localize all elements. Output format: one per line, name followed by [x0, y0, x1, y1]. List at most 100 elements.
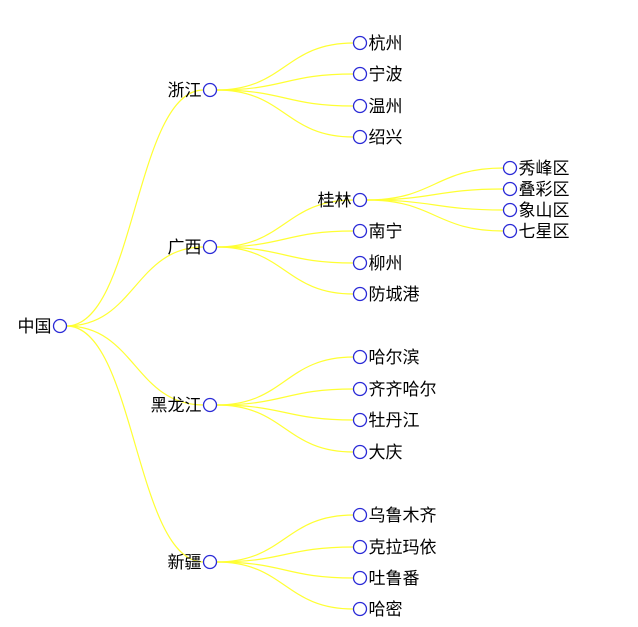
tree-node-1-0-2[interactable]: 象山区 — [502, 201, 570, 221]
node-label-3-3: 哈密 — [369, 600, 403, 620]
node-circle-0-0[interactable] — [352, 35, 368, 51]
tree-node-0-1[interactable]: 宁波 — [352, 65, 403, 85]
node-label-1-2: 柳州 — [369, 254, 403, 274]
tree-link-1-3 — [216, 246, 354, 295]
tree-node-1-0[interactable]: 桂林 — [318, 191, 368, 211]
node-label-root: 中国 — [18, 317, 52, 337]
node-circle-1-0-2[interactable] — [502, 202, 518, 218]
tree-node-2-1[interactable]: 齐齐哈尔 — [352, 380, 437, 400]
tree-node-2-0[interactable]: 哈尔滨 — [352, 348, 420, 368]
node-label-0-2: 温州 — [369, 97, 403, 117]
node-circle-3-2[interactable] — [352, 570, 368, 586]
tree-node-3[interactable]: 新疆 — [168, 553, 218, 573]
node-circle-0[interactable] — [202, 82, 218, 98]
node-circle-root[interactable] — [52, 318, 68, 334]
node-label-2-2: 牡丹江 — [369, 411, 420, 431]
tree-node-1-1[interactable]: 南宁 — [352, 222, 403, 242]
node-circle-3-1[interactable] — [352, 539, 368, 555]
node-circle-3-3[interactable] — [352, 601, 368, 617]
tree-link-1-0-2 — [366, 199, 504, 211]
node-circle-1[interactable] — [202, 239, 218, 255]
tree-links — [66, 42, 504, 610]
tree-node-3-0[interactable]: 乌鲁木齐 — [352, 506, 437, 526]
node-label-0-1: 宁波 — [369, 65, 403, 85]
tree-node-1-2[interactable]: 柳州 — [352, 254, 403, 274]
tree-node-2[interactable]: 黑龙江 — [151, 396, 218, 416]
tree-node-root[interactable]: 中国 — [18, 317, 68, 337]
tree-link-0 — [66, 89, 204, 327]
tree-node-0[interactable]: 浙江 — [168, 81, 218, 101]
tree-node-3-3[interactable]: 哈密 — [352, 600, 403, 620]
tree-link-1-0-0 — [366, 167, 504, 201]
node-circle-0-3[interactable] — [352, 129, 368, 145]
tree-link-0-0 — [216, 42, 354, 91]
tree-link-2 — [66, 325, 204, 406]
tree-link-1-0-3 — [366, 199, 504, 232]
tree-node-2-3[interactable]: 大庆 — [352, 443, 403, 463]
tree-node-0-2[interactable]: 温州 — [352, 97, 403, 117]
tree-node-3-1[interactable]: 克拉玛依 — [352, 538, 437, 558]
tree-link-1-0 — [216, 199, 354, 248]
node-circle-3[interactable] — [202, 554, 218, 570]
node-circle-2-0[interactable] — [352, 349, 368, 365]
node-circle-2-2[interactable] — [352, 412, 368, 428]
node-label-3-0: 乌鲁木齐 — [369, 506, 437, 526]
node-label-0-3: 绍兴 — [369, 128, 403, 148]
tree-node-1-0-1[interactable]: 叠彩区 — [502, 180, 570, 200]
tree-node-1-0-0[interactable]: 秀峰区 — [502, 159, 570, 179]
node-label-1-0-1: 叠彩区 — [519, 180, 570, 200]
tree-link-3-0 — [216, 514, 354, 563]
node-label-3-1: 克拉玛依 — [369, 538, 437, 558]
tree-link-2-1 — [216, 388, 354, 406]
tree-link-2-3 — [216, 404, 354, 453]
tree-node-0-0[interactable]: 杭州 — [352, 34, 403, 54]
node-circle-2[interactable] — [202, 397, 218, 413]
tree-node-1[interactable]: 广西 — [168, 238, 218, 258]
tree-node-1-3[interactable]: 防城港 — [352, 285, 420, 305]
tree-link-1-1 — [216, 230, 354, 248]
tree-link-1-2 — [216, 246, 354, 264]
node-label-2-1: 齐齐哈尔 — [369, 380, 437, 400]
node-label-1-0-0: 秀峰区 — [519, 159, 570, 179]
tree-link-0-3 — [216, 89, 354, 138]
node-circle-0-1[interactable] — [352, 66, 368, 82]
tree-link-1-0-1 — [366, 188, 504, 201]
node-circle-1-0-3[interactable] — [502, 223, 518, 239]
tree-link-3-3 — [216, 561, 354, 610]
tree-link-3-1 — [216, 546, 354, 563]
node-label-0: 浙江 — [168, 81, 202, 101]
tree-link-3-2 — [216, 561, 354, 579]
node-circle-1-0-1[interactable] — [502, 181, 518, 197]
node-label-1-3: 防城港 — [369, 285, 420, 305]
tree-link-0-1 — [216, 73, 354, 91]
node-circle-3-0[interactable] — [352, 507, 368, 523]
node-circle-1-0-0[interactable] — [502, 160, 518, 176]
node-label-1-1: 南宁 — [369, 222, 403, 242]
node-circle-0-2[interactable] — [352, 98, 368, 114]
node-label-2-0: 哈尔滨 — [369, 348, 420, 368]
node-label-1-0-3: 七星区 — [519, 222, 570, 242]
node-circle-1-0[interactable] — [352, 192, 368, 208]
tree-node-3-2[interactable]: 吐鲁番 — [352, 569, 420, 589]
tree-link-2-0 — [216, 356, 354, 406]
tree-link-2-2 — [216, 404, 354, 421]
node-circle-1-3[interactable] — [352, 286, 368, 302]
node-label-1-0: 桂林 — [318, 191, 352, 211]
node-circle-1-1[interactable] — [352, 223, 368, 239]
tree-node-2-2[interactable]: 牡丹江 — [352, 411, 420, 431]
node-label-1-0-2: 象山区 — [519, 201, 570, 221]
node-label-1: 广西 — [168, 238, 202, 258]
node-circle-1-2[interactable] — [352, 255, 368, 271]
tree-link-0-2 — [216, 89, 354, 107]
tree-link-1 — [66, 246, 204, 327]
tree-node-0-3[interactable]: 绍兴 — [352, 128, 403, 148]
node-circle-2-1[interactable] — [352, 381, 368, 397]
node-label-2: 黑龙江 — [151, 396, 202, 416]
tree-node-1-0-3[interactable]: 七星区 — [502, 222, 570, 242]
node-circle-2-3[interactable] — [352, 444, 368, 460]
node-label-0-0: 杭州 — [369, 34, 403, 54]
node-label-3-2: 吐鲁番 — [369, 569, 420, 589]
tree-link-3 — [66, 325, 204, 563]
